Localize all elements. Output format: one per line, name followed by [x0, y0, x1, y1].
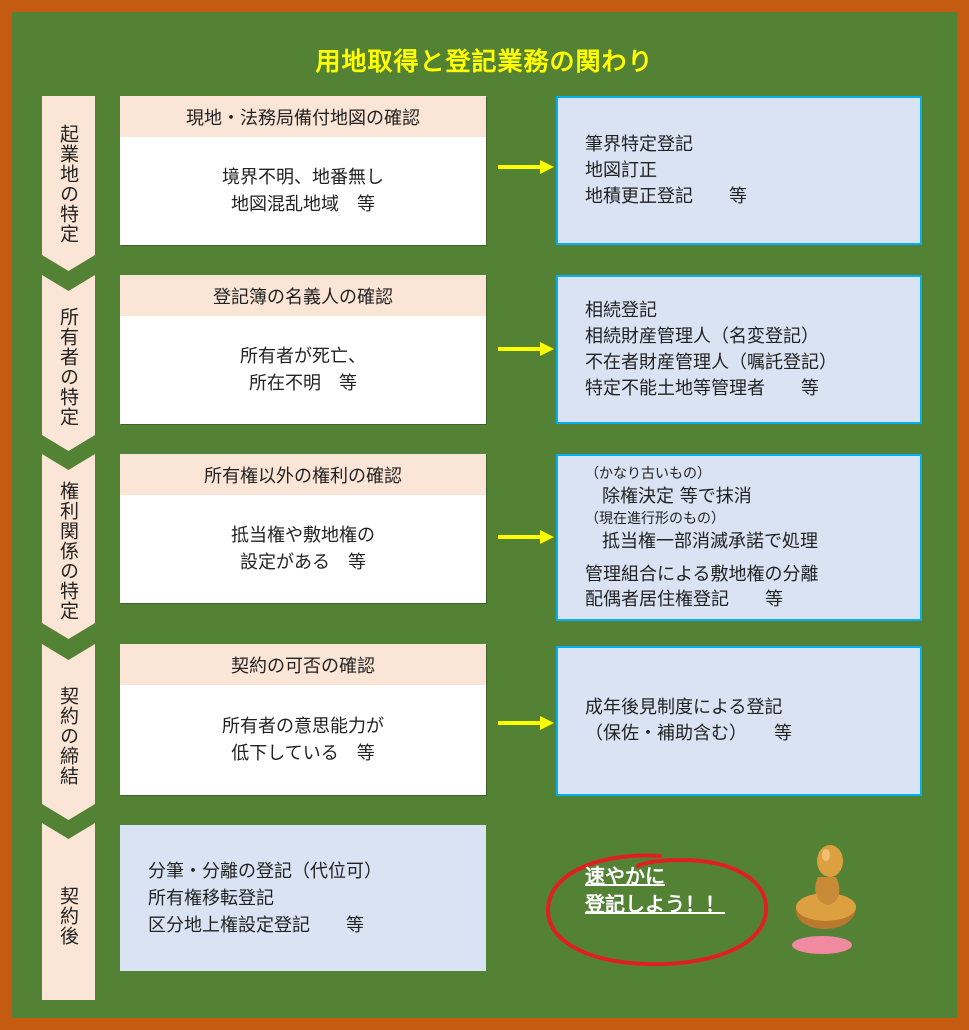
diagram-title: 用地取得と登記業務の関わり: [315, 47, 654, 76]
registration-box-5: 分筆・分離の登記（代位可） 所有権移転登記 区分地上権設定登記 等: [120, 825, 486, 971]
registration-item: 抵当権一部消滅承諾で処理: [602, 530, 818, 552]
registration-note: （かなり古いもの）: [585, 465, 711, 482]
check-box-1: 現地・法務局備付地図の確認 境界不明、地番無し 地図混乱地域 等: [120, 96, 486, 245]
registration-item: 成年後見制度による登記: [585, 697, 783, 718]
check-box-2: 登記簿の名義人の確認 所有者が死亡、 所在不明 等: [120, 275, 486, 424]
condition-line: 所有者の意思能力が: [222, 716, 384, 737]
condition-line: 所在不明 等: [249, 373, 357, 394]
condition-line: 所有者が死亡、: [240, 346, 366, 367]
check-header-4: 契約の可否の確認: [120, 644, 486, 685]
stage-label-4: 契約の締結: [57, 686, 79, 786]
registration-box-1: 筆界特定登記 地図訂正 地積更正登記 等: [556, 96, 922, 245]
stage-label-1: 起業地の特定: [57, 123, 79, 244]
stage-chevron-1: 起業地の特定: [42, 96, 95, 271]
registration-item: 特定不能土地等管理者 等: [585, 377, 819, 399]
condition-line: 低下している 等: [231, 743, 375, 764]
stage-chevron-2: 所有者の特定: [42, 275, 95, 451]
callout-line: 登記しよう！！: [585, 892, 725, 916]
registration-item: 筆界特定登記: [585, 133, 693, 155]
registration-item: 不在者財産管理人（嘱託登記）: [585, 351, 837, 373]
stage-label-2: 所有者の特定: [57, 307, 79, 427]
stamp-icon: [792, 845, 856, 954]
registration-note: （現在進行形のもの）: [585, 510, 725, 527]
condition-text-1: 境界不明、地番無し 地図混乱地域 等: [120, 137, 486, 245]
registration-item: 管理組合による敷地権の分離: [585, 563, 819, 585]
condition-line: 境界不明、地番無し: [222, 167, 384, 188]
registration-box-3: （かなり古いもの） 除権決定 等で抹消 （現在進行形のもの） 抵当権一部消滅承諾…: [556, 454, 922, 621]
condition-line: 地図混乱地域 等: [231, 194, 375, 215]
stage-chevron-3: 権利関係の特定: [42, 454, 95, 639]
condition-text-4: 所有者の意思能力が 低下している 等: [120, 685, 486, 795]
registration-item: （保佐・補助含む） 等: [585, 723, 792, 744]
right-arrow-icon: [498, 716, 554, 730]
registration-item: 相続登記: [585, 299, 657, 321]
registration-item: 所有権移転登記: [148, 887, 274, 909]
chalkboard: 用地取得と登記業務の関わり 起業地の特定 現地・法務局備付地図の確認 境界不明、…: [12, 12, 957, 1018]
registration-box-2: 相続登記 相続財産管理人（名変登記） 不在者財産管理人（嘱託登記） 特定不能土地…: [556, 275, 922, 424]
callout-line: 速やかに: [585, 864, 665, 888]
registration-box-4: 成年後見制度による登記 （保佐・補助含む） 等: [556, 646, 922, 796]
stage-label-3: 権利関係の特定: [57, 480, 79, 621]
registration-item: 相続財産管理人（名変登記）: [585, 325, 819, 347]
registration-item: 分筆・分離の登記（代位可）: [148, 860, 382, 882]
registration-item: 地積更正登記 等: [585, 185, 747, 207]
right-arrow-icon: [498, 342, 554, 356]
check-header-3: 所有権以外の権利の確認: [120, 454, 486, 495]
callout-ring: [545, 853, 769, 967]
check-box-3: 所有権以外の権利の確認 抵当権や敷地権の 設定がある 等: [120, 454, 486, 603]
callout-text: 速やかに 登記しよう！！: [585, 862, 725, 918]
registration-item: 地図訂正: [585, 159, 657, 181]
check-header-1: 現地・法務局備付地図の確認: [120, 96, 486, 137]
condition-text-3: 抵当権や敷地権の 設定がある 等: [120, 495, 486, 603]
stage-chevron-4: 契約の締結: [42, 644, 95, 820]
stage-label-5: 契約後: [57, 885, 79, 946]
condition-line: 設定がある 等: [240, 552, 366, 573]
stage-chevron-5: 契約後: [42, 823, 95, 1000]
check-box-4: 契約の可否の確認 所有者の意思能力が 低下している 等: [120, 644, 486, 795]
condition-text-2: 所有者が死亡、 所在不明 等: [120, 316, 486, 424]
condition-line: 抵当権や敷地権の: [231, 525, 375, 546]
right-arrow-icon: [498, 160, 554, 174]
registration-item: 除権決定 等で抹消: [602, 485, 752, 507]
registration-item: 区分地上権設定登記 等: [148, 914, 364, 936]
right-arrow-icon: [498, 530, 554, 544]
registration-item: 配偶者居住権登記 等: [585, 588, 783, 610]
check-header-2: 登記簿の名義人の確認: [120, 275, 486, 316]
